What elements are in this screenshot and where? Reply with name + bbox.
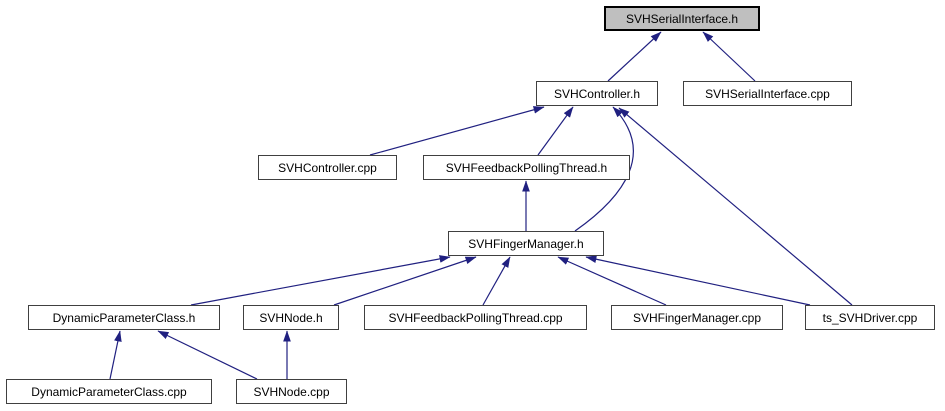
edge-svhnode-h-to-svhfingermanager-h [333, 256, 477, 306]
node-svhnode-cpp[interactable]: SVHNode.cpp [236, 379, 347, 404]
edge-svhfingermanager-cpp-to-svhfingermanager-h [557, 256, 667, 306]
node-svhfeedbackpollingthread-cpp[interactable]: SVHFeedbackPollingThread.cpp [364, 305, 587, 330]
node-ts-svhdriver-cpp[interactable]: ts_SVHDriver.cpp [805, 305, 935, 330]
node-dynamicparameterclass-h[interactable]: DynamicParameterClass.h [28, 305, 220, 330]
edge-ts-svhdriver-cpp-to-svhfingermanager-h [585, 255, 811, 306]
edge-svhcontroller-cpp-to-svhcontroller-h [369, 106, 545, 156]
node-svhcontroller-cpp[interactable]: SVHController.cpp [258, 155, 397, 180]
node-svhcontroller-h[interactable]: SVHController.h [536, 81, 658, 106]
node-svhfingermanager-cpp[interactable]: SVHFingerManager.cpp [611, 305, 783, 330]
node-svhnode-h[interactable]: SVHNode.h [243, 305, 339, 330]
node-dynamicparameterclass-cpp[interactable]: DynamicParameterClass.cpp [6, 379, 212, 404]
edge-ts-svhdriver-cpp-to-svhcontroller-h [618, 107, 853, 306]
edge-svhfeedbackpollingthread-cpp-to-svhfingermanager-h [482, 256, 511, 306]
edge-svhfeedbackpollingthread-h-to-svhcontroller-h [537, 106, 574, 156]
edge-svhcontroller-h-to-svhserialinterface-h [607, 31, 662, 82]
node-svhserialinterface-h: SVHSerialInterface.h [604, 6, 760, 31]
edge-svhserialinterface-cpp-to-svhserialinterface-h [702, 31, 756, 82]
edge-dynamicparameterclass-cpp-to-dynamicparameterclass-h [109, 330, 122, 380]
node-svhfingermanager-h[interactable]: SVHFingerManager.h [448, 231, 604, 256]
node-svhserialinterface-cpp[interactable]: SVHSerialInterface.cpp [683, 81, 852, 106]
node-svhfeedbackpollingthread-h[interactable]: SVHFeedbackPollingThread.h [423, 155, 630, 180]
edge-svhnode-cpp-to-dynamicparameterclass-h [157, 330, 258, 380]
edge-dynamicparameterclass-h-to-svhfingermanager-h [190, 255, 451, 306]
